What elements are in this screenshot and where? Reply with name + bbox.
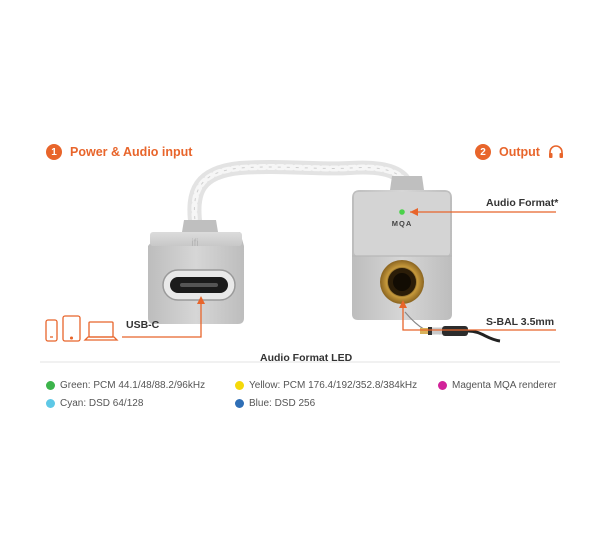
- input-number-badge: 1: [46, 144, 62, 160]
- yellow-led-dot: [235, 381, 244, 390]
- audio-format-label: Audio Format*: [486, 197, 559, 209]
- green-led-dot: [46, 381, 55, 390]
- output-number-badge: 2: [475, 144, 491, 160]
- sbal-label: S-BAL 3.5mm: [486, 316, 555, 328]
- output-heading: 2 Output: [475, 144, 564, 160]
- input-heading: 1 Power & Audio input: [46, 144, 192, 160]
- mqa-label: MQA: [392, 219, 413, 228]
- input-title: Power & Audio input: [70, 145, 193, 159]
- format-led: [399, 209, 405, 215]
- tablet-icon: [62, 315, 81, 342]
- devices-icon: [45, 315, 119, 342]
- usb-c-label: USB-C: [126, 319, 160, 331]
- output-device: MQA: [352, 176, 452, 320]
- legend-item-blue: Blue: DSD 256: [235, 398, 315, 409]
- cyan-led-dot: [46, 399, 55, 408]
- adapter-illustration: ifi MQA: [40, 160, 560, 363]
- braided-cable: [187, 160, 415, 235]
- usbc-plug: ifi: [148, 220, 244, 324]
- legend-item-magenta: Magenta MQA renderer: [438, 380, 557, 391]
- magenta-led-dot: [438, 381, 447, 390]
- legend-item-green: Green: PCM 44.1/48/88.2/96kHz: [46, 380, 205, 391]
- legend-item-yellow: Yellow: PCM 176.4/192/352.8/384kHz: [235, 380, 417, 391]
- headphones-icon: [548, 145, 563, 158]
- legend-title: Audio Format LED: [260, 352, 353, 364]
- leader-lines: [122, 208, 556, 338]
- blue-led-dot: [235, 399, 244, 408]
- ifi-logo: ifi: [191, 238, 198, 249]
- phone-icon: [45, 319, 58, 342]
- laptop-icon: [83, 321, 119, 341]
- legend-item-cyan: Cyan: DSD 64/128: [46, 398, 143, 409]
- output-title: Output: [499, 145, 540, 159]
